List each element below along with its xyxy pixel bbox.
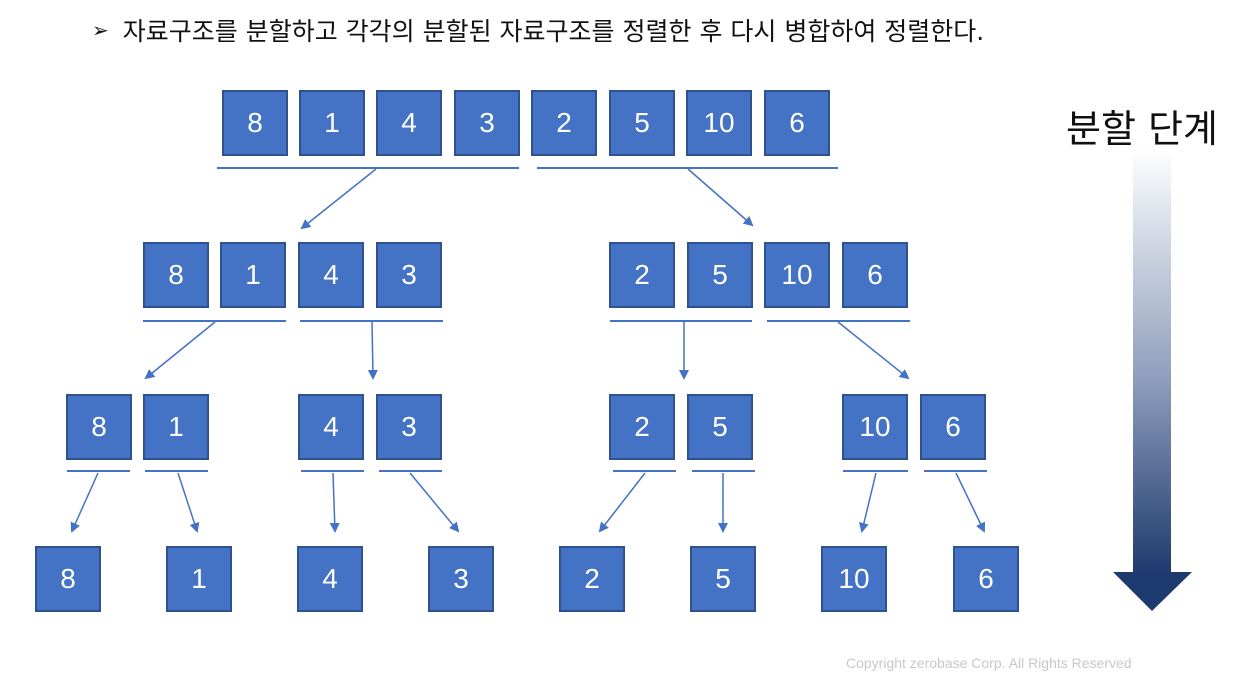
split-arrow xyxy=(859,472,877,533)
array-cell: 8 xyxy=(35,546,101,612)
array-cell: 4 xyxy=(297,546,363,612)
array-cell: 2 xyxy=(559,546,625,612)
array-cell: 4 xyxy=(376,90,442,156)
array-cell: 10 xyxy=(686,90,752,156)
array-cell: 10 xyxy=(842,394,908,460)
split-arrow xyxy=(837,321,910,380)
array-cell: 3 xyxy=(454,90,520,156)
split-arrow xyxy=(70,472,99,533)
split-arrow xyxy=(329,472,340,533)
array-cell: 8 xyxy=(222,90,288,156)
split-arrow xyxy=(409,472,460,533)
array-cell: 5 xyxy=(609,90,675,156)
split-arrow xyxy=(144,321,216,380)
array-cell: 6 xyxy=(953,546,1019,612)
stage-label: 분할 단계 xyxy=(1066,107,1218,151)
arrowhead-bullet-icon: ➢ xyxy=(92,18,109,42)
array-cell: 5 xyxy=(687,242,753,308)
array-cell: 3 xyxy=(428,546,494,612)
split-arrow xyxy=(687,168,754,227)
array-cell: 5 xyxy=(687,394,753,460)
array-cell: 1 xyxy=(143,394,209,460)
array-cell: 1 xyxy=(166,546,232,612)
header-bullet: ➢ 자료구조를 분할하고 각각의 분할된 자료구조를 정렬한 후 다시 병합하여… xyxy=(92,10,984,50)
stage-arrowhead xyxy=(1113,572,1192,611)
array-cell: 4 xyxy=(298,242,364,308)
split-arrow xyxy=(598,472,646,533)
array-cell: 2 xyxy=(609,394,675,460)
array-cell: 3 xyxy=(376,242,442,308)
split-arrow xyxy=(367,321,378,380)
header-text: 자료구조를 분할하고 각각의 분할된 자료구조를 정렬한 후 다시 병합하여 정… xyxy=(122,17,985,46)
array-cell: 10 xyxy=(764,242,830,308)
array-cell: 6 xyxy=(920,394,986,460)
stage-arrow-shaft xyxy=(1133,148,1171,573)
copyright-text: Copyright zerobase Corp. All Rights Rese… xyxy=(846,655,1132,671)
array-cell: 8 xyxy=(66,394,132,460)
array-cell: 10 xyxy=(821,546,887,612)
array-cell: 5 xyxy=(690,546,756,612)
array-cell: 2 xyxy=(531,90,597,156)
array-cell: 4 xyxy=(298,394,364,460)
array-cell: 6 xyxy=(764,90,830,156)
array-cell: 8 xyxy=(143,242,209,308)
array-cell: 3 xyxy=(376,394,442,460)
array-cell: 1 xyxy=(220,242,286,308)
array-cell: 6 xyxy=(842,242,908,308)
array-cell: 2 xyxy=(609,242,675,308)
split-arrow xyxy=(177,472,200,533)
split-arrow xyxy=(955,472,986,533)
array-cell: 1 xyxy=(299,90,365,156)
split-arrow xyxy=(300,168,377,230)
